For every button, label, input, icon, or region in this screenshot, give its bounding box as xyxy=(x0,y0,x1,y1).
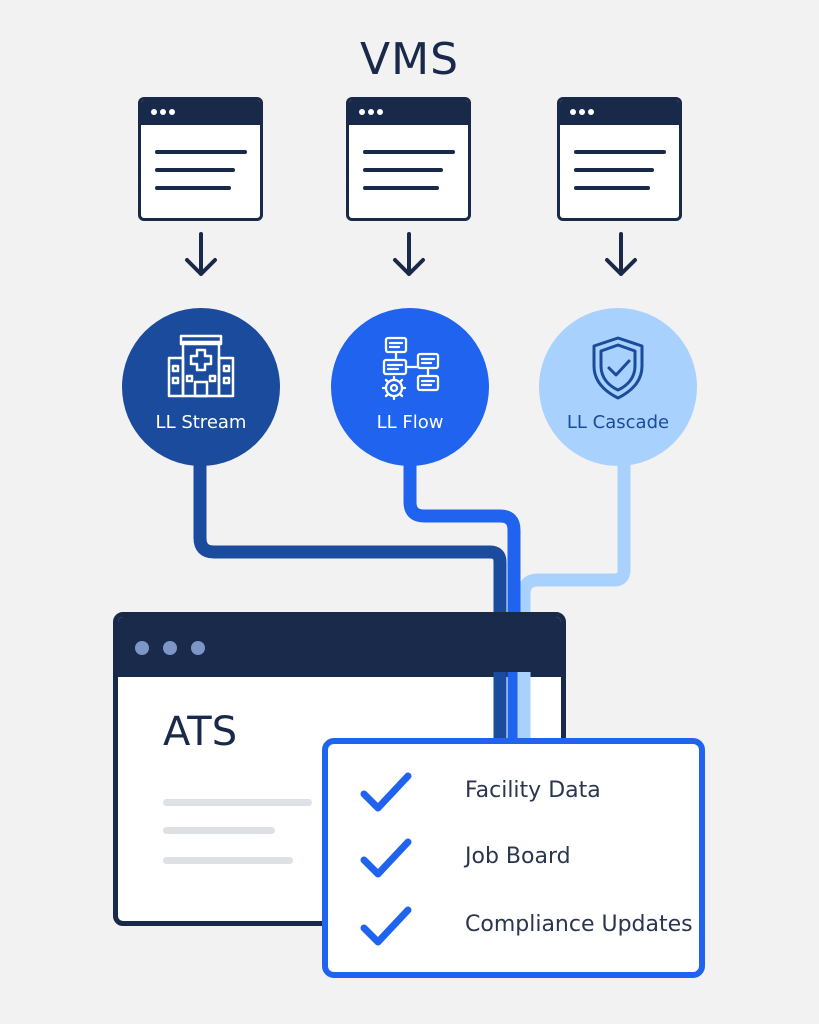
connector-flow xyxy=(403,460,521,740)
down-arrow-icon xyxy=(185,232,217,276)
vms-window-1 xyxy=(138,97,263,221)
window-dot xyxy=(359,109,365,115)
diagram-title: VMS xyxy=(360,34,459,85)
window-dot xyxy=(135,641,149,655)
window-dot xyxy=(169,109,175,115)
placeholder-line xyxy=(163,799,312,806)
text-line xyxy=(574,150,666,154)
down-arrow-icon xyxy=(393,232,425,276)
vms-window-3 xyxy=(557,97,682,221)
window-titlebar xyxy=(141,100,260,125)
window-dot xyxy=(191,641,205,655)
node-label: LL Cascade xyxy=(566,412,670,433)
down-arrow-icon xyxy=(605,232,637,276)
window-dot xyxy=(368,109,374,115)
window-dot xyxy=(151,109,157,115)
window-dot xyxy=(579,109,585,115)
connector-stream xyxy=(193,460,507,740)
connector-cascade xyxy=(517,460,631,740)
window-dot xyxy=(160,109,166,115)
window-dot xyxy=(570,109,576,115)
text-line xyxy=(363,150,455,154)
node-ll-flow: LL Flow xyxy=(331,308,489,466)
text-line xyxy=(155,150,247,154)
checklist-item-label: Compliance Updates xyxy=(465,912,693,937)
checklist-item: Job Board xyxy=(358,834,698,882)
checkmark-icon xyxy=(360,772,412,812)
checklist-item: Compliance Updates xyxy=(358,902,698,950)
checklist-card: Facility Data Job Board Compliance Updat… xyxy=(322,738,705,978)
shield-check-icon xyxy=(592,336,644,400)
text-line xyxy=(574,168,654,172)
workflow-gear-icon xyxy=(381,336,440,401)
checklist-item-label: Facility Data xyxy=(465,778,601,803)
window-dot xyxy=(163,641,177,655)
window-titlebar xyxy=(560,100,679,125)
placeholder-line xyxy=(163,827,275,834)
text-line xyxy=(574,186,650,190)
node-ll-stream: LL Stream xyxy=(122,308,280,466)
window-dot xyxy=(377,109,383,115)
ats-label: ATS xyxy=(163,709,238,755)
text-line xyxy=(155,186,231,190)
hospital-building-icon xyxy=(167,334,235,398)
checkmark-icon xyxy=(360,838,412,878)
checklist-item: Facility Data xyxy=(358,768,698,816)
vms-window-2 xyxy=(346,97,471,221)
text-line xyxy=(155,168,235,172)
checklist-item-label: Job Board xyxy=(465,844,571,869)
node-label: LL Stream xyxy=(155,412,247,433)
node-label: LL Flow xyxy=(376,412,444,433)
checkmark-icon xyxy=(360,906,412,946)
text-line xyxy=(363,186,439,190)
text-line xyxy=(363,168,443,172)
window-dot xyxy=(588,109,594,115)
window-titlebar xyxy=(349,100,468,125)
placeholder-line xyxy=(163,857,293,864)
node-ll-cascade: LL Cascade xyxy=(539,308,697,466)
